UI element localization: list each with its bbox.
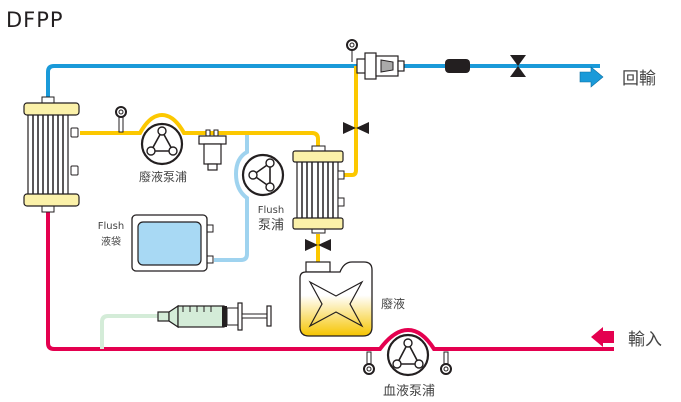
diagram-title: DFPP: [6, 8, 64, 32]
blood-inflow-line: [46, 208, 614, 351]
blood-pump-icon: [386, 333, 430, 377]
return-arrow-icon: [579, 66, 604, 88]
flush-pump-label-line2: 泵浦: [258, 218, 284, 233]
venous-pressure-gauge-icon: [346, 39, 358, 62]
plasma-separator: [23, 96, 80, 213]
pressure-gauge-icon: [115, 106, 127, 133]
flush-pump-label-line1: Flush: [258, 205, 284, 216]
clip-icon: [445, 59, 470, 73]
waste-label: 廢液: [381, 296, 405, 311]
return-label: 回輸: [622, 69, 656, 89]
return-line: [46, 64, 600, 100]
waste-pump-icon: [140, 122, 184, 166]
plasma-line: [80, 112, 320, 148]
flush-bag-label-line2: 液袋: [101, 235, 121, 248]
flush-pump-icon: [241, 153, 285, 197]
syringe-icon: [157, 302, 272, 331]
waste-pump-label: 廢液泵浦: [139, 169, 187, 184]
flush-bag-icon: [131, 214, 214, 272]
blood-pump-label: 血液泵浦: [383, 384, 435, 399]
syringe-line: [100, 314, 158, 349]
input-label: 輸入: [628, 330, 662, 350]
clamp-waste-icon: [305, 239, 331, 251]
drip-chamber-icon: [198, 129, 227, 171]
waste-container-icon: [299, 261, 373, 337]
clamp-return-icon: [510, 55, 526, 77]
pre-filter-pressure-gauge-icon: [440, 351, 452, 375]
flush-bag-label-line1: Flush: [98, 221, 124, 232]
bubble-detector-icon: [356, 52, 405, 80]
arterial-pressure-gauge-icon: [363, 351, 375, 375]
flush-line: [214, 135, 249, 262]
plasma-fractionator: [292, 145, 345, 234]
input-arrow-icon: [591, 327, 614, 347]
clamp-plasma-return-icon: [343, 122, 369, 134]
plasma-return-line: [341, 66, 358, 177]
